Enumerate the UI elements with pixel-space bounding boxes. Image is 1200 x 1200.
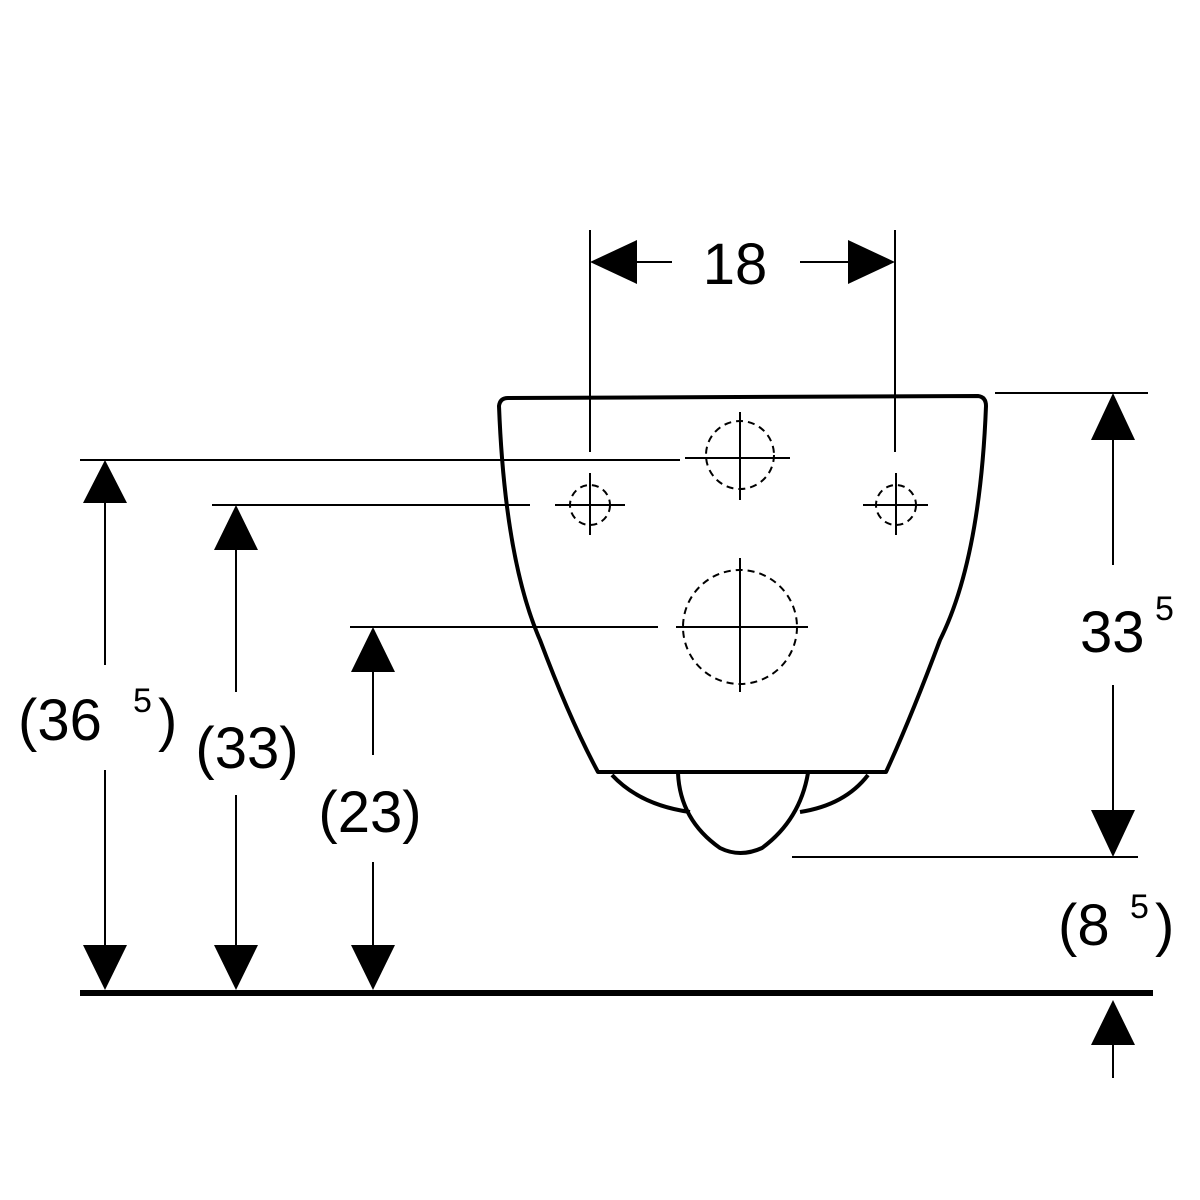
svg-text:5: 5 — [1155, 590, 1174, 628]
svg-text:5: 5 — [133, 682, 152, 720]
dimension-left-outer: (36 5 ) — [18, 460, 177, 990]
dimension-right-height: 33 5 — [1080, 393, 1174, 857]
fixing-hole-right — [863, 473, 928, 535]
svg-text:(23): (23) — [318, 780, 421, 845]
svg-text:(8: (8 — [1058, 893, 1110, 958]
fixing-hole-top-center — [685, 412, 790, 500]
fixing-hole-left — [555, 473, 625, 535]
svg-text:): ) — [158, 688, 177, 753]
toilet-body — [497, 394, 988, 855]
svg-text:(33): (33) — [195, 716, 298, 781]
dimension-left-middle: (33) — [195, 505, 299, 990]
dimension-left-inner: (23) — [318, 627, 422, 990]
dimension-bottom-right: (8 5 ) — [1058, 888, 1174, 1078]
svg-text:): ) — [1155, 893, 1174, 958]
dimension-label-18: 18 — [703, 232, 768, 297]
drain-hole — [676, 558, 808, 692]
svg-text:5: 5 — [1130, 888, 1149, 926]
dimension-top-width: 18 — [589, 230, 896, 452]
svg-text:33: 33 — [1080, 600, 1145, 665]
svg-text:(36: (36 — [18, 688, 102, 753]
